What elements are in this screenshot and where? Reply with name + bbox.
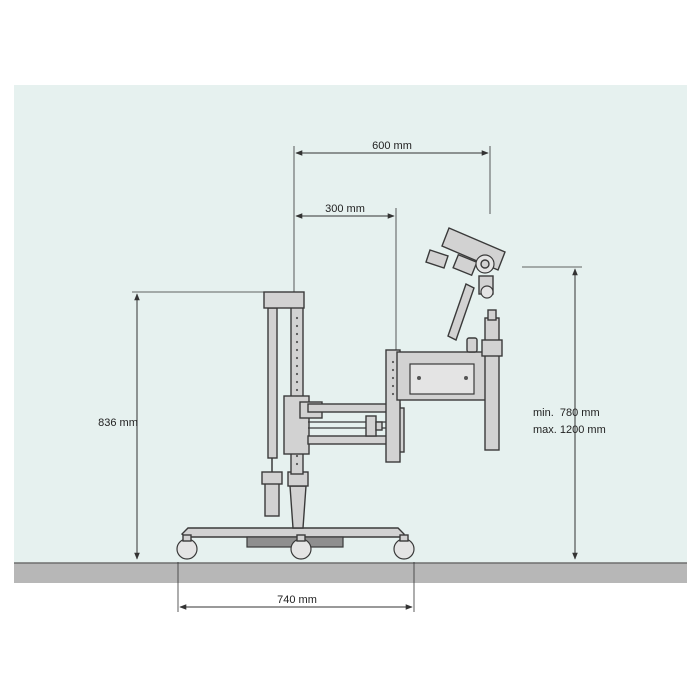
optics-post-clamp	[481, 339, 503, 357]
optics-post-tip	[487, 309, 497, 321]
gas-spring	[264, 481, 280, 517]
handle	[447, 283, 475, 341]
column-top-cap	[263, 291, 305, 309]
wheel-fork-right	[399, 534, 409, 542]
plate-screw-left	[417, 376, 421, 380]
support-perforations	[391, 360, 395, 396]
arm-knob	[365, 415, 377, 437]
colposcope-head	[425, 227, 506, 299]
plate-screw-right	[464, 376, 468, 380]
arm-knob-cap	[375, 421, 383, 431]
wheel-right	[393, 538, 415, 560]
wheel-fork-left	[182, 534, 192, 542]
dim-label-740: 740 mm	[277, 594, 317, 606]
dim-label-600: 600 mm	[372, 140, 412, 152]
wheel-fork-center	[296, 534, 306, 542]
wheel-left	[176, 538, 198, 560]
dim-label-lens-max: max. 1200 mm	[533, 424, 606, 436]
optics-post	[484, 317, 500, 451]
dim-label-lens-min: min. 780 mm	[533, 407, 600, 419]
column-rail	[267, 307, 278, 459]
wheel-center	[290, 538, 312, 560]
dim-label-836: 836 mm	[98, 417, 138, 429]
gas-spring-cap	[261, 471, 283, 485]
base-legs	[180, 527, 405, 538]
dim-label-300: 300 mm	[325, 203, 365, 215]
floor	[14, 563, 687, 583]
wall-background	[14, 85, 687, 563]
column-sleeve	[289, 485, 307, 529]
stand	[176, 227, 506, 560]
handle-grip	[466, 337, 478, 353]
